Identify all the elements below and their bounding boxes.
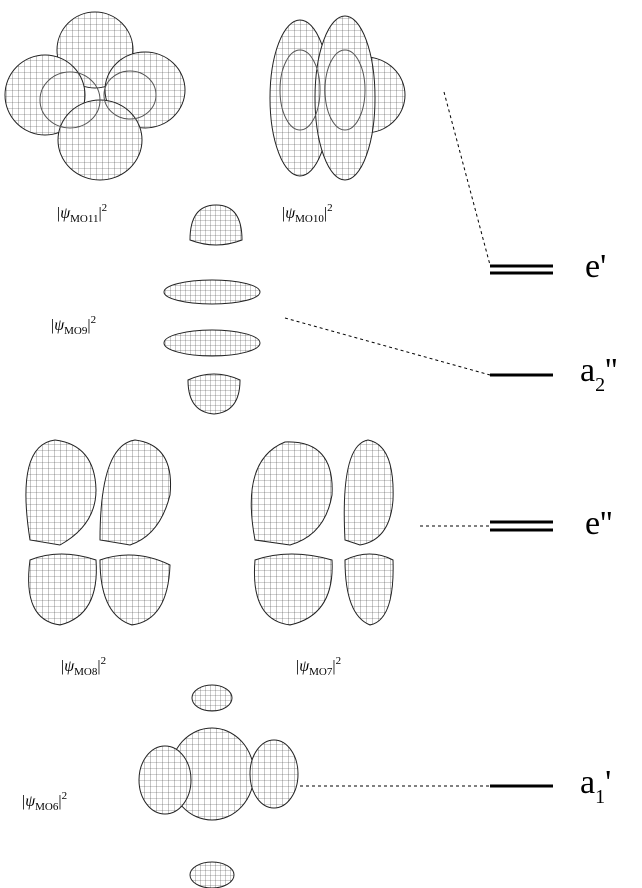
symmetry-label-e-double-prime: e'' <box>585 505 612 550</box>
label-mo6: |ψMO6|2 <box>22 790 67 813</box>
symmetry-label-e-prime: e' <box>585 248 606 293</box>
label-mo9: |ψMO9|2 <box>51 314 96 337</box>
label-mo11: |ψMO11|2 <box>57 202 107 225</box>
mo8-isosurface <box>26 440 171 625</box>
mo10-isosurface <box>270 16 405 180</box>
energy-levels <box>490 266 553 786</box>
mo7-isosurface <box>251 440 393 625</box>
label-mo7: |ψMO7|2 <box>296 655 341 678</box>
label-mo10: |ψMO10|2 <box>282 202 333 225</box>
mo11-isosurface <box>5 12 185 180</box>
correlation-lines <box>285 92 490 786</box>
symmetry-label-a2-double-prime: a2'' <box>580 352 617 397</box>
connector-e-prime <box>444 92 490 265</box>
mo6-isosurface <box>139 685 298 888</box>
mo9-isosurface <box>164 205 260 414</box>
label-mo8: |ψMO8|2 <box>61 655 106 678</box>
symmetry-label-a1-prime: a1' <box>580 764 611 809</box>
connector-a2-double-prime <box>285 318 490 375</box>
